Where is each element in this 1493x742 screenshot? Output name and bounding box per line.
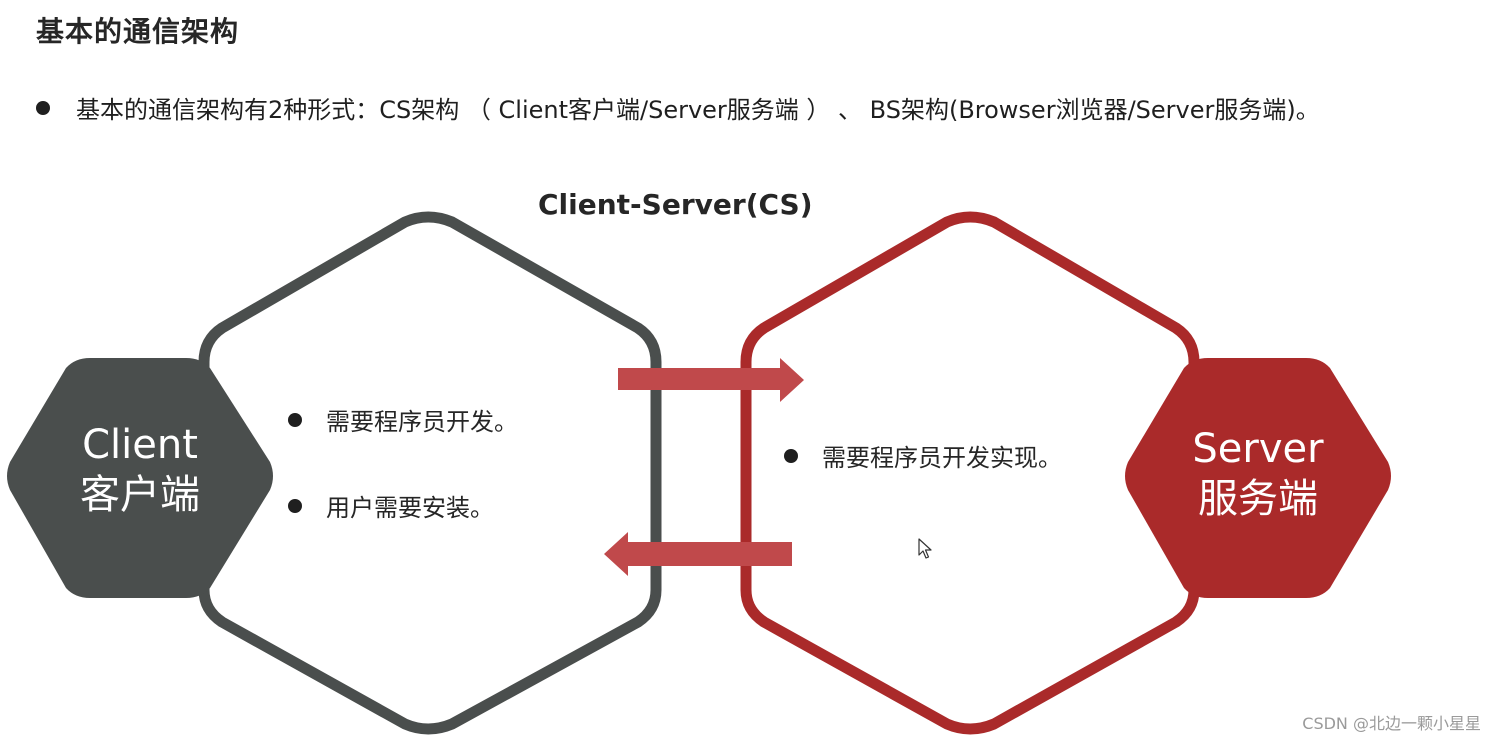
bullet-dot (288, 413, 302, 427)
intro-line: 基本的通信架构有2种形式：CS架构 （ Client客户端/Server服务端 … (36, 90, 1320, 125)
client-node-label: Client 客户端 (40, 420, 240, 520)
mouse-cursor-icon (918, 538, 932, 559)
response-arrow (604, 532, 792, 576)
server-name: Server (1192, 426, 1324, 472)
server-label: 服务端 (1198, 476, 1318, 522)
client-label: 客户端 (80, 472, 200, 518)
client-name: Client (82, 422, 198, 468)
client-point-2: 用户需要安装。 (288, 488, 494, 523)
server-node-label: Server 服务端 (1158, 424, 1358, 524)
bullet-dot (36, 101, 50, 115)
request-arrow (618, 358, 804, 402)
bullet-dot (784, 449, 798, 463)
server-point-text: 需要程序员开发实现。 (822, 444, 1062, 472)
page-heading: 基本的通信架构 (36, 15, 240, 48)
server-point-1: 需要程序员开发实现。 (784, 438, 1062, 473)
intro-text: 基本的通信架构有2种形式：CS架构 （ Client客户端/Server服务端 … (76, 96, 1320, 124)
client-point-text: 需要程序员开发。 (326, 408, 518, 436)
server-hexagon-filled (1125, 358, 1391, 598)
server-hexagon-outline (740, 211, 1200, 735)
client-hexagon-filled (7, 358, 273, 598)
client-point-text: 用户需要安装。 (326, 494, 494, 522)
client-point-1: 需要程序员开发。 (288, 402, 518, 437)
diagram-title: Client-Server(CS) (538, 188, 813, 221)
bullet-dot (288, 499, 302, 513)
client-hexagon-outline (198, 211, 662, 735)
watermark: CSDN @北边一颗小星星 (1302, 714, 1481, 733)
